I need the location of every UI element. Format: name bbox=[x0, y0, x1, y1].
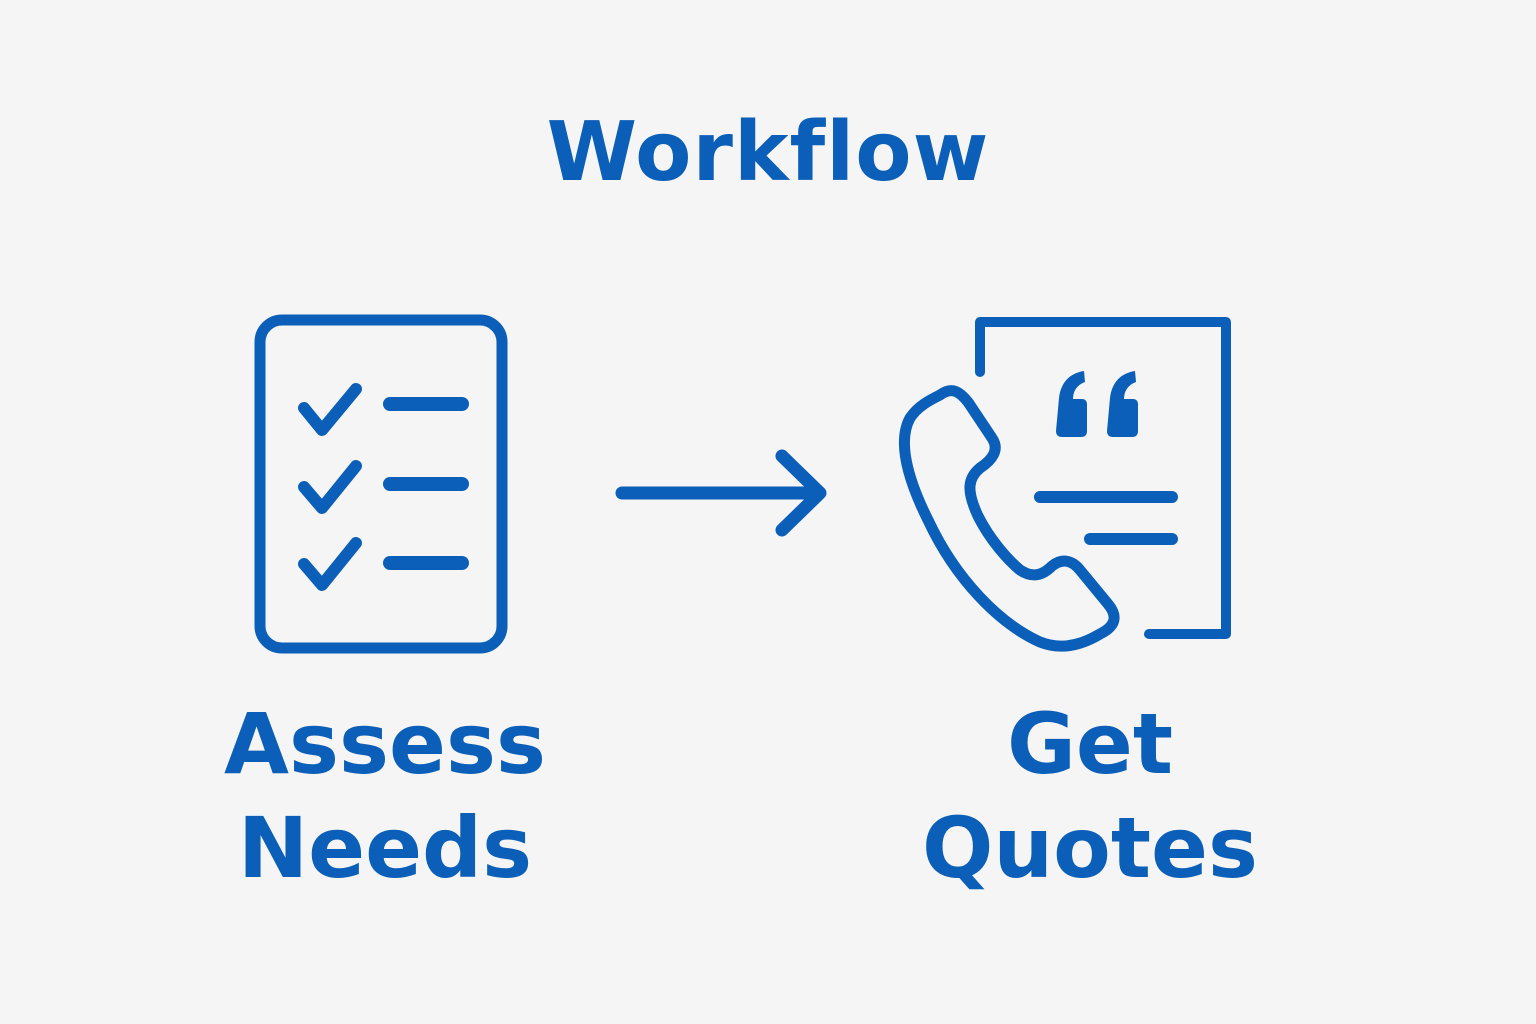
document-outline bbox=[975, 317, 1231, 639]
check-mark-1 bbox=[298, 383, 362, 436]
diagram-title: Workflow bbox=[546, 105, 990, 200]
check-mark-3 bbox=[298, 537, 362, 591]
phone-handset-icon bbox=[899, 385, 1120, 652]
open-quote-2 bbox=[1107, 371, 1138, 437]
checklist-icon bbox=[254, 314, 508, 654]
step-label-get-quotes: Get Quotes bbox=[921, 695, 1259, 897]
checklist-clipboard bbox=[254, 314, 508, 654]
arrow-head bbox=[775, 449, 827, 537]
step-label-assess-needs: Assess Needs bbox=[224, 695, 546, 897]
quotation-marks-icon bbox=[1056, 371, 1138, 437]
phone-quote-document-icon bbox=[899, 317, 1231, 652]
open-quote-1 bbox=[1056, 371, 1087, 437]
check-mark-2 bbox=[298, 460, 362, 514]
right-arrow-icon bbox=[615, 449, 827, 537]
